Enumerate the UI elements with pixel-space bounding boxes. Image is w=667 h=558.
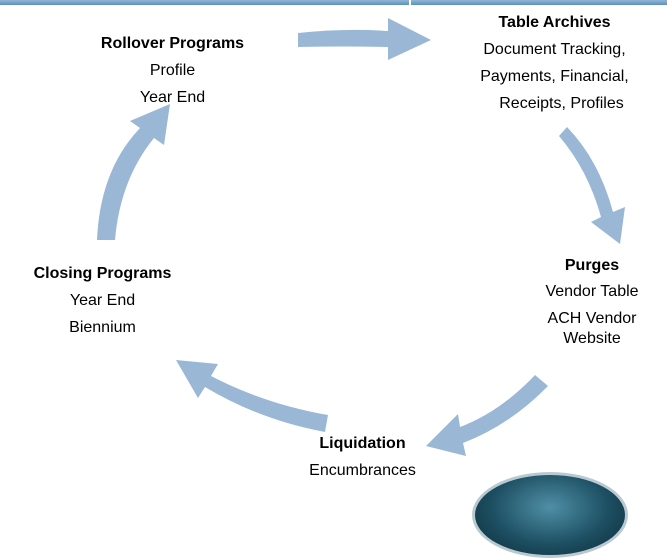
arrow-archives-to-purges <box>559 127 625 244</box>
node-rollover-programs: Rollover Programs Profile Year End <box>60 30 285 111</box>
node-title: Table Archives <box>498 14 611 31</box>
node-line: Biennium <box>69 319 136 336</box>
node-title: Closing Programs <box>33 265 172 282</box>
arrow-liquidation-to-closing <box>176 360 328 432</box>
top-bar <box>0 0 667 5</box>
arrow-purges-to-liquidation <box>426 375 548 456</box>
node-line: Encumbrances <box>309 462 416 479</box>
node-closing-programs: Closing Programs Year End Biennium <box>0 260 205 341</box>
node-title: Rollover Programs <box>100 35 245 52</box>
cycle-arrows <box>97 18 625 456</box>
node-line: Payments, Financial, <box>480 68 629 85</box>
node-liquidation: Liquidation Encumbrances <box>265 430 460 484</box>
node-line: Website <box>563 330 621 347</box>
node-line: Document Tracking, <box>483 41 626 58</box>
node-table-archives: Table Archives Document Tracking, Paymen… <box>447 9 662 117</box>
node-line: Year End <box>69 292 136 309</box>
node-title: Liquidation <box>319 435 406 452</box>
top-tick-mark <box>409 0 411 14</box>
node-purges: Purges Vendor Table ACH Vendor Website <box>517 253 667 349</box>
node-title: Purges <box>564 257 620 274</box>
node-line: Receipts, Profiles <box>499 95 624 112</box>
corner-badge-graphic <box>472 472 628 558</box>
arrow-closing-to-rollover <box>97 104 170 240</box>
node-line: Profile <box>149 62 196 79</box>
node-line: Vendor Table <box>545 283 639 300</box>
arrow-rollover-to-archives <box>298 18 431 60</box>
node-line: Year End <box>139 89 206 106</box>
node-line: ACH Vendor <box>547 310 637 327</box>
